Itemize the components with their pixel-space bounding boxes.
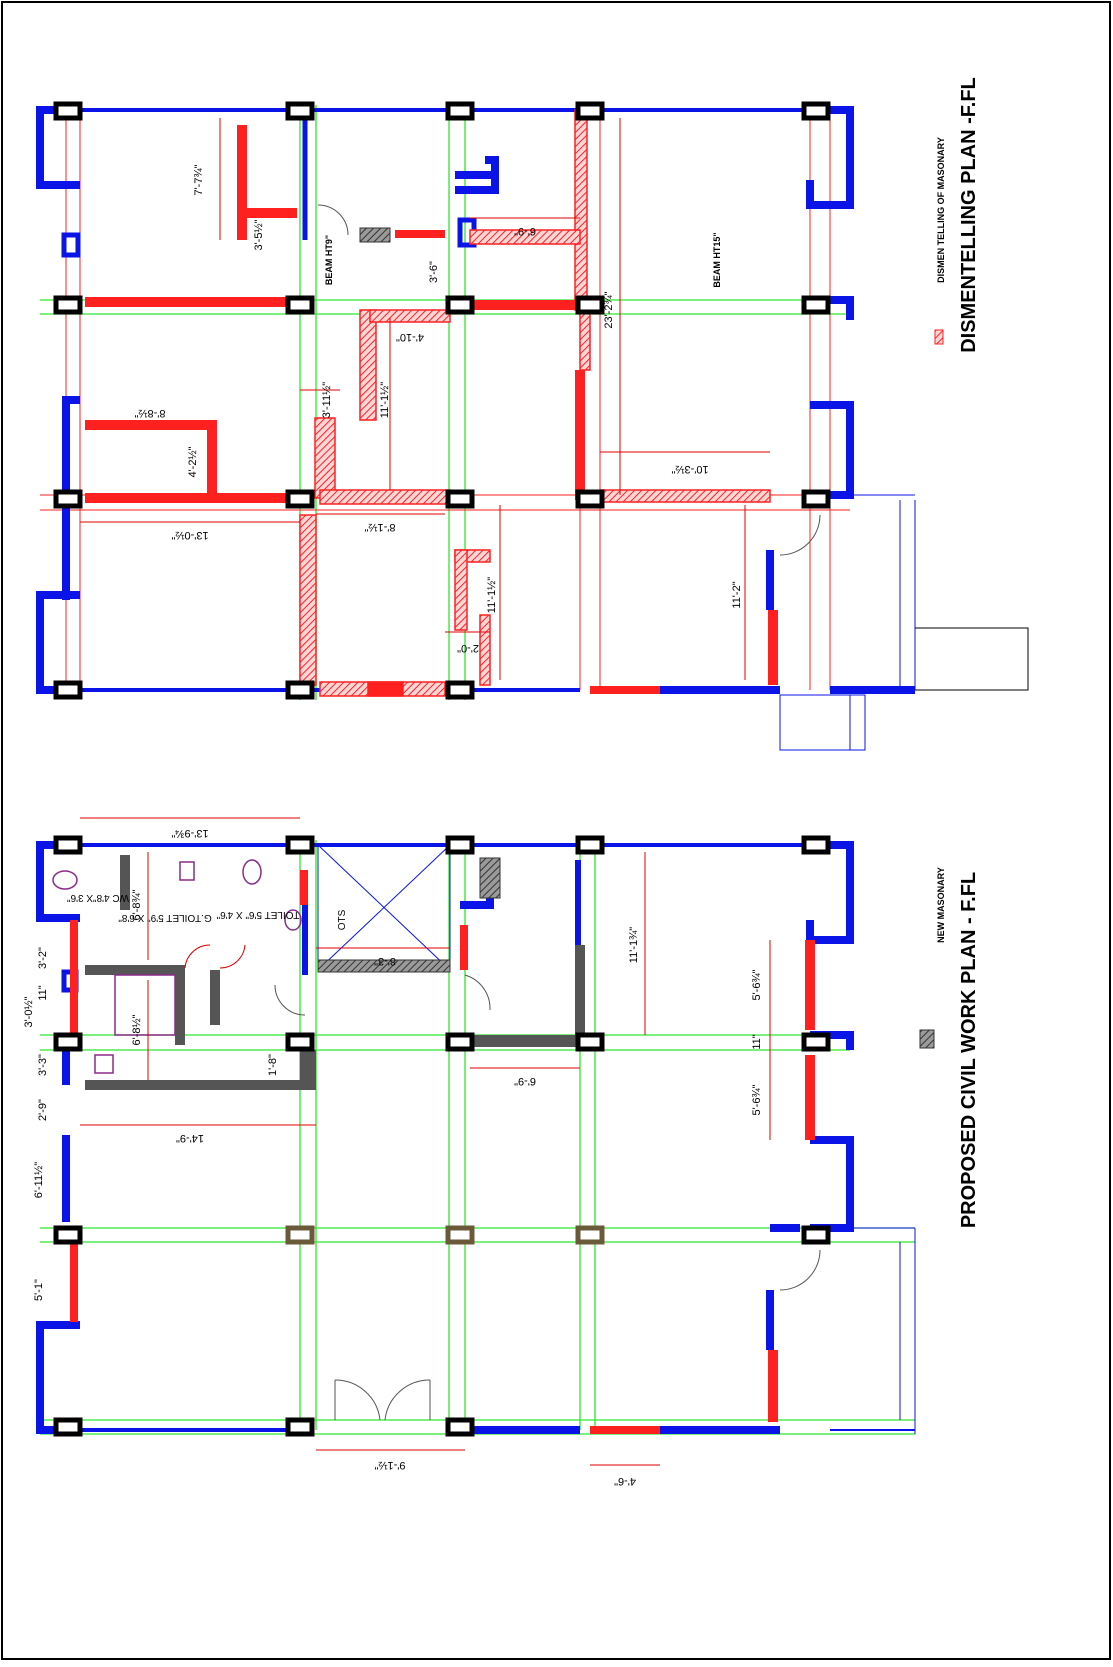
room-label-guest-toilet: G.TOILET 5'9" X 6'8": [118, 912, 212, 923]
dim-text: 6'-8½": [131, 1014, 143, 1045]
dismantle-plan-title: DISMENTELLING PLAN -F.FL: [958, 77, 980, 353]
grey-block: [359, 227, 391, 243]
dim-text: 3'-11½": [321, 382, 333, 418]
beam-lines: [40, 110, 850, 690]
dim-text: 9'-1½": [374, 1459, 405, 1471]
columns: [53, 101, 831, 700]
outer-walls: [36, 106, 915, 694]
dim-text: 6'-9": [514, 1075, 536, 1087]
dim-text: 3'-5½": [253, 219, 265, 250]
dimension-lines: [80, 118, 770, 680]
dim-text: 4'-10": [396, 331, 424, 343]
dim-text: 2'-9": [37, 1099, 49, 1121]
door-swings: [317, 204, 821, 556]
dim-text: 7'-7¾": [193, 164, 205, 195]
balcony-outline: [850, 1227, 916, 1434]
beam-label: BEAM HT9": [324, 235, 334, 285]
dim-text: 6'-8¾": [131, 889, 143, 920]
red-walls: [70, 870, 815, 1434]
dim-text: 3'-3": [37, 1054, 49, 1076]
dim-text: 3'-0½": [23, 996, 35, 1027]
grid-lines: [40, 105, 850, 700]
beam-label: BEAM HT15": [712, 232, 722, 287]
dim-text: 8'-1½": [364, 521, 395, 533]
dim-text: 4'-6": [614, 1475, 636, 1487]
dim-text: 13'-0½": [171, 529, 208, 541]
dim-text: 5'-6¾": [751, 969, 763, 1000]
dismantle-legend-label: DISMEN TELLING OF MASONARY: [936, 137, 946, 283]
proposed-plan: 13'-9¾" 6'-8¾" 6'-8½" 1'-8" 14'-9" 3'-2"…: [23, 817, 980, 1487]
dim-text: 23'-2¾": [603, 291, 615, 328]
dim-text: 5'-1": [33, 1279, 45, 1301]
room-label-wc: WC 4'8"X 3'6": [67, 892, 130, 903]
dim-text: 11": [751, 1034, 763, 1049]
dim-text: 4'-2½": [187, 446, 199, 477]
ots-shaft: [317, 844, 451, 971]
room-label-ots: OTS: [337, 909, 348, 930]
dim-text: 11'-2": [731, 581, 743, 608]
dim-text: 8'-3": [374, 955, 396, 967]
new-masonry-legend-label: NEW MASONARY: [936, 867, 946, 943]
outer-walls: [36, 841, 915, 1434]
door-swings: [184, 944, 821, 1421]
dismantle-walls: [85, 125, 778, 694]
dim-text: 11": [37, 985, 49, 1000]
balcony-outline: [779, 494, 916, 751]
dim-text: 5'-6¾": [751, 1084, 763, 1115]
new-masonry-legend-swatch: [919, 1029, 935, 1049]
dim-text: 8'-8½": [134, 407, 165, 419]
dim-text: 1'-8": [267, 1054, 279, 1076]
stair-outline: [915, 627, 1029, 691]
dismantle-legend-swatch: [934, 329, 944, 345]
proposed-plan-title: PROPOSED CIVIL WORK PLAN - F.FL: [958, 872, 980, 1228]
grid-lines: [40, 840, 915, 1435]
dim-text: 3'-2": [37, 947, 49, 969]
dim-text: 11'-1½": [486, 577, 498, 613]
dismantle-hatched: [299, 109, 771, 697]
dim-text: 14'-9": [176, 1132, 204, 1144]
new-masonry-hatched: [317, 857, 501, 973]
dim-text: 10'-3½": [671, 463, 708, 475]
dim-text: 2'-0": [457, 642, 479, 654]
sanitary-fixtures: [52, 859, 302, 1074]
dim-text: 13'-9¾": [171, 827, 208, 839]
dim-text: 11'-1¾": [628, 927, 640, 963]
columns: [53, 835, 831, 1437]
dim-text: 3'-6": [428, 261, 440, 283]
dim-text: 6'-11½": [33, 1162, 45, 1198]
dim-text: 11'-1½": [379, 382, 391, 418]
dimension-lines: [80, 817, 771, 1466]
dismantling-plan: 7'-7¾" 3'-5½" 6'-9" 3'-6" 23'-2¾" 4'-10"…: [36, 77, 1029, 751]
new-masonry: [85, 855, 585, 1090]
room-label-toilet: TOILET 5'6" X 4'6": [216, 909, 299, 920]
dim-text: 6'-9": [514, 225, 536, 237]
